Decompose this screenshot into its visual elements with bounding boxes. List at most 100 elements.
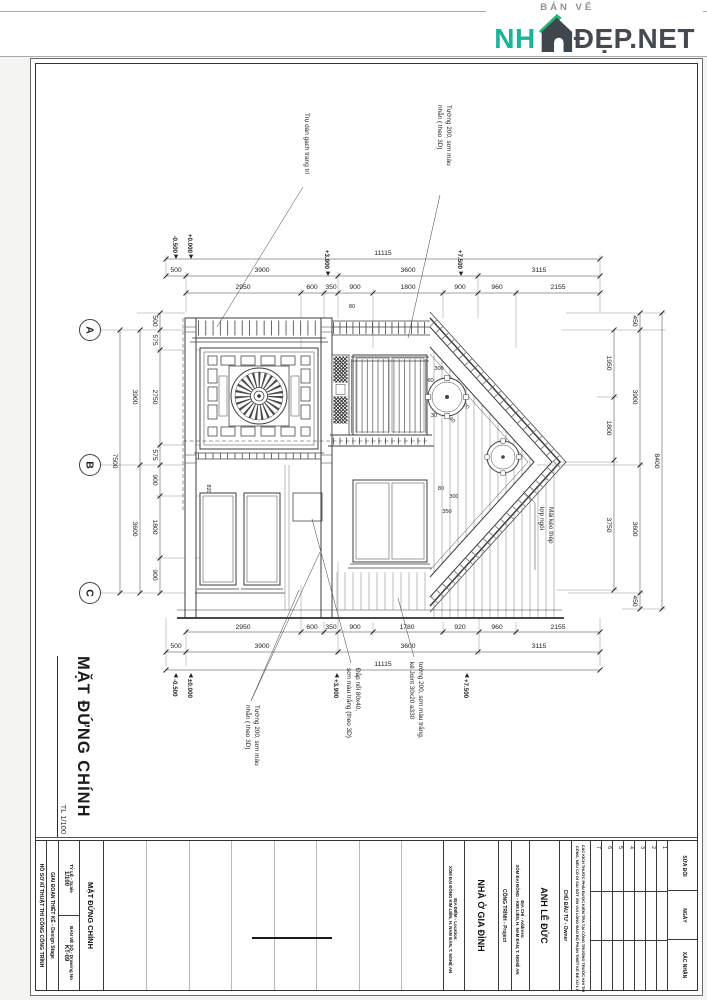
header-rule-top	[0, 11, 707, 12]
grid-letter: A	[84, 326, 96, 334]
dim-label: 500	[170, 267, 182, 274]
note-label: sơn màu trắng (theo 3D)	[345, 668, 354, 738]
medallion	[230, 367, 288, 425]
note-label: lợp ngói	[538, 507, 545, 530]
dim-label: 900	[349, 624, 361, 631]
note-label: nhẵn ( theo 3D)	[244, 705, 253, 749]
dimension-lines	[117, 256, 665, 673]
tb-rev-col-1: 1	[657, 841, 668, 990]
level-label: +3.900	[323, 250, 330, 270]
tb-number-label: BẢN VẼ SỐ - Drawing No	[68, 926, 74, 980]
sheet-frame: 11115 500 3900 3600 3115 2950 600 350 90…	[35, 63, 698, 992]
left-tower	[184, 317, 333, 619]
sheet-title: MẶT ĐỨNG CHÍNH	[74, 656, 92, 818]
note-label: nhẵn ( theo 3D)	[436, 105, 445, 149]
note-label: Tường 200, sơn màu	[253, 705, 260, 766]
tb-project-label: CÔNG TRÌNH - Project	[501, 888, 507, 943]
tb-scale-value: 1/100	[62, 870, 69, 886]
tb-doc-column: HỒ SƠ KĨ THUẬT THI CÔNG CÔNG TRÌNH	[36, 841, 47, 990]
dim-label: 40	[447, 416, 456, 425]
ornament-ring	[207, 355, 311, 437]
level-label: ±0.000	[186, 679, 193, 698]
round-vent	[425, 375, 469, 419]
tb-rev-number: 1	[660, 846, 667, 849]
tb-owner-label: CHỦ ĐẦU TƯ - Owner	[561, 889, 568, 942]
dim-label: 575	[151, 334, 158, 346]
logo-tagline: BẢN VẼ	[540, 2, 595, 13]
logo-text-nh: NH	[494, 23, 536, 54]
tb-signature-divider	[400, 841, 402, 990]
tb-signature-divider	[358, 841, 360, 990]
level-label: +0.000	[186, 234, 193, 254]
note-label: tường 200, sơn màu trắng,	[417, 662, 426, 739]
dim-label: 80	[438, 486, 444, 492]
dim-label: 3900	[254, 643, 269, 650]
tb-address-value: XÓM ĐẠI ĐỒNG - KIM LIÊN, H. NAM ĐÀN, T. …	[514, 864, 520, 975]
grid-letter: B	[84, 461, 96, 469]
dim-label: 3600	[400, 267, 415, 274]
grid-bubbles: A B C	[79, 319, 101, 604]
dimensions-left: 500 575 2750 575 900 1800 900 3900 3600 …	[111, 315, 158, 581]
ground-lines	[177, 318, 564, 619]
dim-label: 3115	[532, 643, 547, 650]
tb-scale-label: TỶ LỆ - Scale	[68, 864, 74, 893]
level-label: +3.900	[332, 679, 339, 699]
note-label: Đắp nổi 80x40,	[354, 668, 363, 711]
tb-rev-col-7: 7	[591, 841, 602, 990]
tb-owner-name: ANH LÊ ĐỨC	[538, 887, 549, 944]
dim-label: 350	[325, 284, 337, 291]
dim-label: 500	[151, 315, 158, 327]
level-markers-bottom: -0.500 ±0.000 +3.900 +7.500	[171, 673, 470, 699]
tb-signature-divider	[145, 841, 147, 990]
tb-address-text: ĐỊA CHỈ - Address: XÓM ĐẠI ĐỒNG - KIM LI…	[511, 841, 529, 998]
sheet-title-block: MẶT ĐỨNG CHÍNH TL 1/100	[57, 656, 92, 838]
dim-label: 11115	[374, 661, 392, 668]
tb-location-label: ĐỊA ĐIỂM - Location:	[453, 898, 458, 941]
dim-label: 300	[449, 494, 458, 500]
dim-label: 1800	[605, 420, 612, 435]
tb-project-name: NHÀ Ở GIA ĐÌNH	[475, 879, 486, 952]
dim-label: 8400	[653, 453, 660, 468]
tb-note-column: CÁC KÍCH THƯỚC PHẢI ĐƯỢC KIỂM TRA TẠI CÔ…	[572, 841, 591, 992]
dim-label: 11115	[374, 250, 392, 257]
tb-note: CÁC KÍCH THƯỚC PHẢI ĐƯỢC KIỂM TRA TẠI CÔ…	[575, 844, 586, 993]
tb-rev-header-cell: SỬA ĐỔI	[667, 841, 697, 891]
level-label: +7.500	[462, 679, 469, 699]
dim-label: 7500	[111, 453, 118, 468]
dim-label: 960	[491, 284, 503, 291]
tb-rev-col-6: 6	[602, 841, 613, 990]
title-block: HỒ SƠ KĨ THUẬT THI CÔNG CÔNG TRÌNH GIAI …	[36, 837, 698, 992]
round-vent	[484, 438, 522, 476]
tb-stage-column: GIAI ĐOẠN THIẾT KẾ - Design Stage	[47, 841, 59, 990]
tb-signature-divider	[315, 841, 317, 990]
tb-location-text: ĐỊA ĐIỂM - Location: XÓM ĐẠI ĐỒNG KIM LI…	[443, 841, 464, 998]
dim-label: 2950	[235, 624, 250, 631]
tb-rev-number: 4	[627, 846, 634, 849]
dim-label: 3900	[254, 267, 269, 274]
tb-rev-col-3: 3	[635, 841, 646, 990]
dim-label: 2155	[550, 284, 565, 291]
dim-label: 350	[442, 509, 451, 515]
dim-label: 260	[424, 378, 433, 384]
elevation-drawing: 11115 500 3900 3600 3115 2950 600 350 90…	[79, 105, 666, 766]
note-label: kẻ Joint 30x20 a330	[408, 662, 415, 720]
house-icon	[538, 14, 572, 52]
note-label: Trụ dán gạch trang trí	[303, 113, 310, 174]
tb-location-value: XÓM ĐẠI ĐỒNG KIM LIÊN, H. NAM ĐÀN, T. NG…	[448, 865, 453, 974]
dim-label: 1800	[400, 284, 415, 291]
tb-rev-header: XÁC NHẬN	[681, 951, 688, 979]
dim-label: 2950	[235, 284, 250, 291]
dim-label: 900	[151, 569, 158, 581]
level-label: -0.500	[171, 235, 178, 253]
dim-label: 3750	[605, 517, 612, 532]
level-label: +7.500	[456, 250, 463, 270]
tb-rev-header-column: SỬA ĐỔI NGÀY XÁC NHẬN	[667, 841, 698, 990]
logo-text-depnet: ĐẸP.NET	[573, 23, 695, 54]
dim-label: 450	[631, 595, 638, 607]
tb-number-cell-text: BẢN VẼ SỐ - Drawing No KT-09	[58, 916, 79, 990]
level-label: -0.500	[171, 679, 178, 697]
dim-label: 3900	[131, 389, 138, 404]
tb-rev-header-cell: XÁC NHẬN	[668, 940, 698, 990]
dim-label: 920	[454, 624, 466, 631]
tb-rev-number: 5	[616, 846, 623, 849]
